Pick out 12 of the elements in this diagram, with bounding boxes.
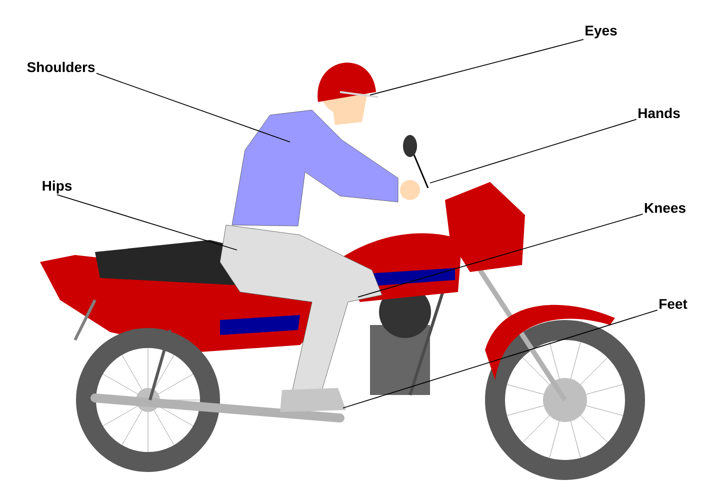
leader-line: [96, 72, 290, 142]
leader-line: [56, 194, 238, 250]
part-label: Hands: [638, 108, 680, 118]
leader-line: [370, 39, 584, 96]
part-label: Knees: [644, 203, 686, 213]
part-label: Shoulders: [27, 62, 95, 72]
leader-line: [358, 214, 644, 298]
leader-line: [342, 310, 658, 408]
part-label: Feet: [660, 299, 688, 309]
part-label: Eyes: [586, 26, 617, 38]
leader-line: [430, 118, 637, 184]
part-label: Hips: [42, 180, 72, 194]
